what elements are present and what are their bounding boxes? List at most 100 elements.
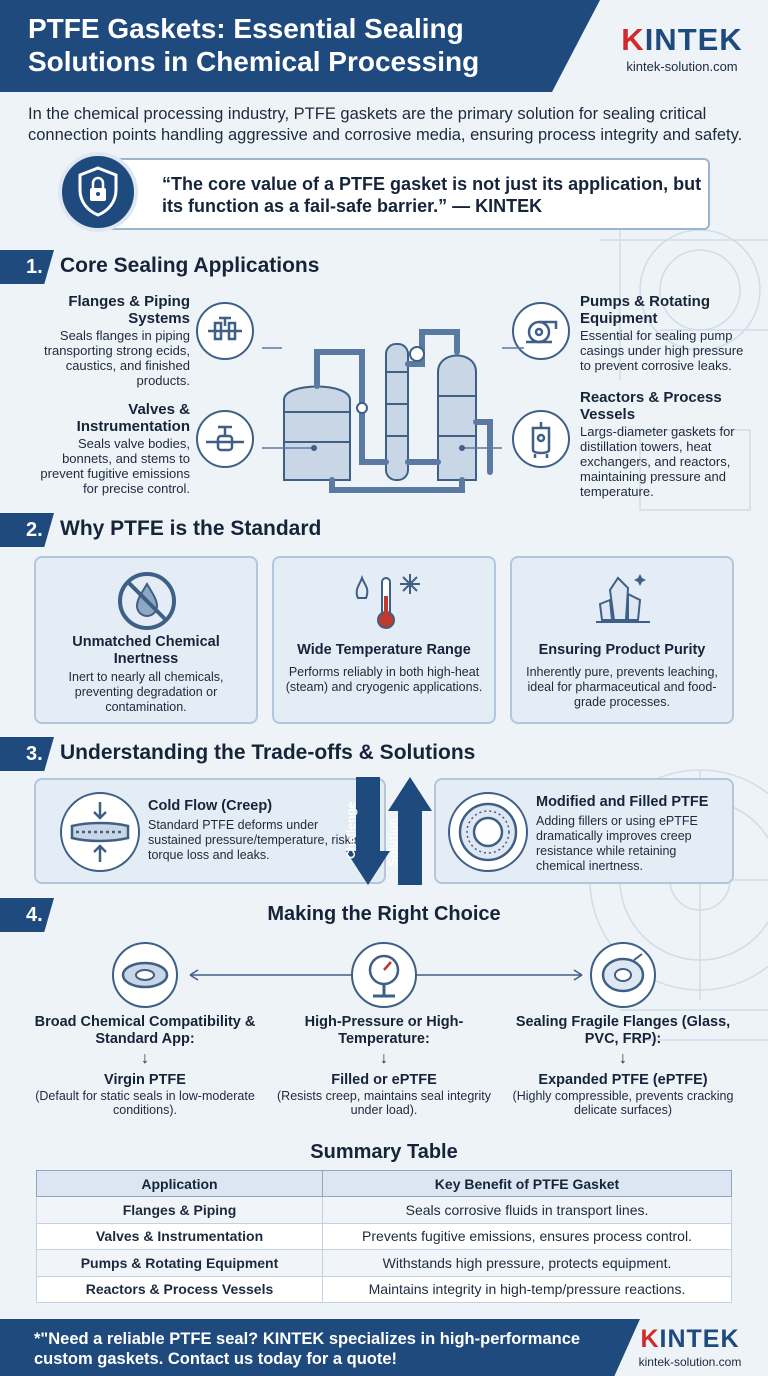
solution-label: Solution xyxy=(386,818,400,866)
challenge-down-arrow xyxy=(346,777,390,885)
pump-icon xyxy=(512,302,570,360)
footer: *"Need a reliable PTFE seal? KINTEK spec… xyxy=(0,1319,768,1376)
card-title: Ensuring Product Purity xyxy=(538,642,706,658)
choice-detail: (Highly compressible, prevents cracking … xyxy=(512,1089,734,1117)
header: PTFE Gaskets: Essential Sealing Solution… xyxy=(0,0,768,92)
table-cell-benefit: Prevents fugitive emissions, ensures pro… xyxy=(322,1222,732,1250)
footer-banner xyxy=(0,1319,640,1376)
app-pumps-rotating: Pumps & Rotating Equipment Essential for… xyxy=(580,293,755,373)
no-drop-icon xyxy=(118,572,176,630)
section-4-header: 4. xyxy=(0,898,768,934)
down-arrow-icon: ↓ xyxy=(619,1050,627,1067)
choice-filled-eptfe: High-Pressure or High-Temperature: ↓ Fil… xyxy=(269,1014,499,1117)
quote-box: “The core value of a PTFE gasket is not … xyxy=(98,158,710,230)
table-cell-application: Valves & Instrumentation xyxy=(36,1222,323,1250)
thermometer-fire-snow-icon xyxy=(355,574,420,629)
section-1-header: 1. Core Sealing Applications xyxy=(0,250,768,286)
card-product-purity: Ensuring Product Purity Inherently pure,… xyxy=(510,556,734,724)
crystal-icon xyxy=(596,574,650,623)
section-3-number: 3. xyxy=(0,737,54,771)
summary-table: Application Key Benefit of PTFE Gasket F… xyxy=(36,1170,732,1303)
card-desc: Performs reliably in both high-heat (ste… xyxy=(285,665,483,694)
table-cell-benefit: Withstands high pressure, protects equip… xyxy=(322,1249,732,1277)
logo-url: kintek-solution.com xyxy=(638,1355,742,1369)
choice-condition: Broad Chemical Compatibility & Standard … xyxy=(34,1014,256,1047)
card-desc: Inherently pure, prevents leaching, idea… xyxy=(526,665,718,709)
app-valves-instrumentation: Valves & Instrumentation Seals valve bod… xyxy=(30,401,190,496)
card-chemical-inertness: Unmatched Chemical Inertness Inert to ne… xyxy=(34,556,258,724)
app-title: Flanges & Piping Systems xyxy=(68,293,190,327)
solution-desc: Adding fillers or using ePTFE dramatical… xyxy=(536,814,698,873)
quote-callout: “The core value of a PTFE gasket is not … xyxy=(58,152,710,232)
footer-cta-text: *"Need a reliable PTFE seal? KINTEK spec… xyxy=(34,1330,581,1368)
choice-result: Filled or ePTFE xyxy=(331,1072,437,1088)
kintek-logo: KINTEK kintek-solution.com xyxy=(612,22,752,74)
app-desc: Seals valve bodies, bonnets, and stems t… xyxy=(40,436,190,496)
app-flanges-piping: Flanges & Piping Systems Seals flanges i… xyxy=(30,293,190,388)
table-cell-application: Reactors & Process Vessels xyxy=(36,1275,323,1303)
solution-up-arrow xyxy=(388,777,432,885)
expanded-gasket-icon xyxy=(590,942,656,1008)
section-1-number: 1. xyxy=(0,250,54,284)
down-arrow-icon: ↓ xyxy=(380,1050,388,1067)
table-row: Flanges & Piping Seals corrosive fluids … xyxy=(36,1196,732,1224)
choice-detail: (Resists creep, maintains seal integrity… xyxy=(277,1089,491,1117)
logo-rest: INTEK xyxy=(659,1325,740,1353)
challenge-box: Cold Flow (Creep) Standard PTFE deforms … xyxy=(34,778,386,884)
section-2-title: Why PTFE is the Standard xyxy=(60,517,322,540)
chemical-plant-illustration xyxy=(262,329,524,493)
section-3-header: 3. Understanding the Trade-offs & Soluti… xyxy=(0,737,768,773)
choice-condition: Sealing Fragile Flanges (Glass, PVC, FRP… xyxy=(515,1014,731,1047)
app-title: Valves & Instrumentation xyxy=(76,401,190,435)
section-4-title: Making the Right Choice xyxy=(267,903,501,925)
quote-text: “The core value of a PTFE gasket is not … xyxy=(162,174,702,216)
reactor-icon xyxy=(512,410,570,468)
section-4-number: 4. xyxy=(0,898,54,932)
solution-box: Modified and Filled PTFE Adding fillers … xyxy=(434,778,734,884)
app-desc: Essential for sealing pump casings under… xyxy=(580,328,744,373)
card-title: Unmatched Chemical Inertness xyxy=(72,634,220,667)
pressure-gauge-icon xyxy=(351,942,417,1008)
section-3-title: Understanding the Trade-offs & Solutions xyxy=(60,741,476,764)
compression-icon xyxy=(60,792,140,872)
intro-text: In the chemical processing industry, PTF… xyxy=(28,105,743,144)
table-row: Valves & Instrumentation Prevents fugiti… xyxy=(36,1222,732,1250)
logo-url: kintek-solution.com xyxy=(626,59,738,74)
column-header: Application xyxy=(36,1170,323,1197)
summary-table-title: Summary Table xyxy=(310,1141,458,1163)
table-cell-benefit: Seals corrosive fluids in transport line… xyxy=(322,1196,732,1224)
table-cell-application: Flanges & Piping xyxy=(36,1196,323,1224)
valve-icon xyxy=(196,410,254,468)
solution-title: Modified and Filled PTFE xyxy=(536,794,709,810)
table-cell-benefit: Maintains integrity in high-temp/pressur… xyxy=(322,1275,732,1303)
column-header: Key Benefit of PTFE Gasket xyxy=(322,1170,732,1197)
section-2-header: 2. Why PTFE is the Standard xyxy=(0,513,768,549)
choice-result: Virgin PTFE xyxy=(104,1072,186,1088)
logo-k: K xyxy=(640,1325,660,1353)
app-desc: Largs-diameter gaskets for distillation … xyxy=(580,424,735,499)
logo-rest: INTEK xyxy=(644,22,743,57)
card-desc: Inert to nearly all chemicals, preventin… xyxy=(68,670,224,714)
choice-detail: (Default for static seals in low-moderat… xyxy=(35,1089,255,1117)
app-reactors-vessels: Reactors & Process Vessels Largs-diamete… xyxy=(580,389,760,499)
section-2-number: 2. xyxy=(0,513,54,547)
choice-result: Expanded PTFE (ePTFE) xyxy=(538,1072,708,1088)
choice-virgin-ptfe: Broad Chemical Compatibility & Standard … xyxy=(30,1014,260,1117)
card-temperature-range: Wide Temperature Range Performs reliably… xyxy=(272,556,496,724)
challenge-desc: Standard PTFE deforms under sustained pr… xyxy=(148,818,368,862)
flat-gasket-icon xyxy=(112,942,178,1008)
card-title: Wide Temperature Range xyxy=(297,642,471,658)
app-title: Reactors & Process Vessels xyxy=(580,389,722,423)
flange-pipe-icon xyxy=(196,302,254,360)
page-title: PTFE Gaskets: Essential Sealing Solution… xyxy=(28,13,480,77)
app-desc: Seals flanges in piping transporting str… xyxy=(44,328,190,388)
filled-gasket-icon xyxy=(448,792,528,872)
table-cell-application: Pumps & Rotating Equipment xyxy=(36,1249,323,1277)
shield-lock-icon xyxy=(58,152,138,232)
table-row: Pumps & Rotating Equipment Withstands hi… xyxy=(36,1249,732,1277)
logo-k: K xyxy=(621,22,645,57)
choice-expanded-ptfe: Sealing Fragile Flanges (Glass, PVC, FRP… xyxy=(508,1014,738,1117)
challenge-title: Cold Flow (Creep) xyxy=(148,798,273,814)
app-title: Pumps & Rotating Equipment xyxy=(580,293,710,327)
section-1-title: Core Sealing Applications xyxy=(60,254,320,277)
